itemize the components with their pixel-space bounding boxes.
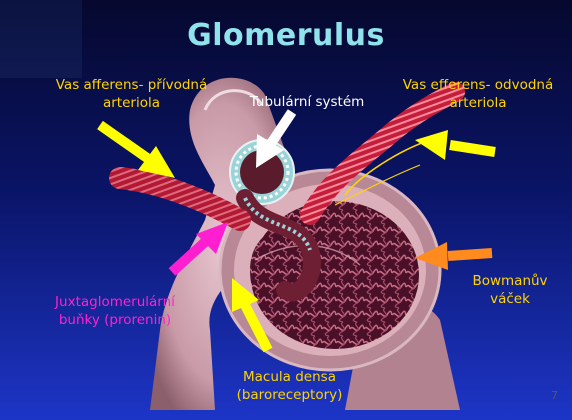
bowman-label-line2: váček — [460, 290, 560, 308]
arrow-vas-efferens — [415, 130, 495, 160]
vas-efferens-label-line2: arteriola — [388, 94, 568, 112]
juxtaglomerular-label-line1: Juxtaglomerulární — [40, 293, 190, 311]
vas-efferens-label: Vas efferens- odvodná arteriola — [388, 76, 568, 112]
macula-densa-label: Macula densa (baroreceptory) — [222, 368, 357, 404]
juxtaglomerular-label-line2: buňky (prorenin) — [40, 311, 190, 329]
tubular-system-label: Tubulární systém — [232, 93, 382, 111]
page-number: 7 — [551, 389, 558, 402]
vas-afferens-label-line1: Vas afferens- přívodná — [34, 76, 229, 94]
vas-afferens-label-line2: arteriola — [34, 94, 229, 112]
vas-efferens-label-line1: Vas efferens- odvodná — [388, 76, 568, 94]
juxtaglomerular-label: Juxtaglomerulární buňky (prorenin) — [40, 293, 190, 329]
macula-densa-label-line2: (baroreceptory) — [222, 386, 357, 404]
bowman-label: Bowmanův váček — [460, 272, 560, 308]
bowman-label-line1: Bowmanův — [460, 272, 560, 290]
macula-densa-label-line1: Macula densa — [222, 368, 357, 386]
vas-afferens-label: Vas afferens- přívodná arteriola — [34, 76, 229, 112]
